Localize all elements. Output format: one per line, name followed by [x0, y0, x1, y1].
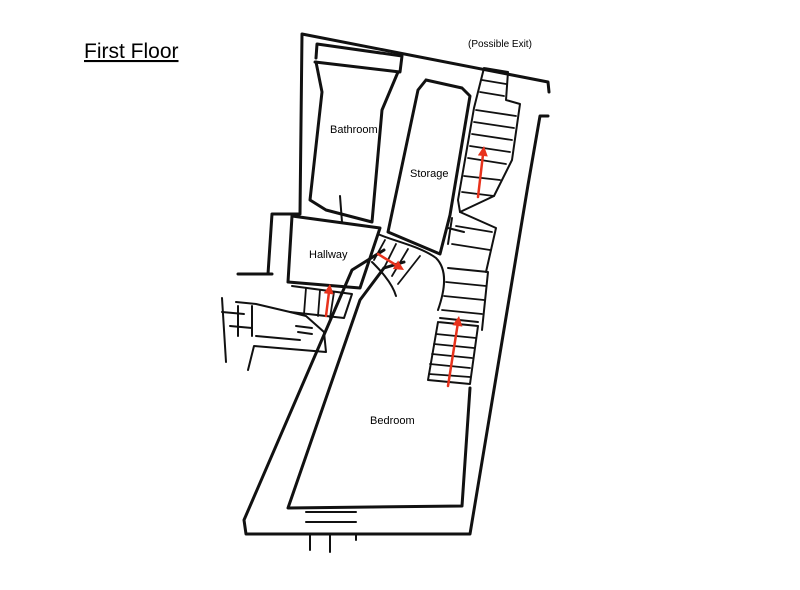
exit-stairs: [451, 67, 521, 273]
bottom-doorway: [305, 511, 357, 553]
direction-arrows: [323, 146, 488, 388]
storage-label: Storage: [410, 168, 449, 180]
bedroom-label: Bedroom: [370, 415, 415, 427]
bathroom-room: Bathroom: [308, 60, 400, 224]
possible-exit-label: (Possible Exit): [468, 39, 532, 50]
left-stairs: [221, 285, 353, 371]
outer-walls: [236, 32, 551, 536]
exit-stairs-arrow: [476, 146, 488, 199]
hallway-room: Hallway: [286, 214, 382, 290]
bedroom-stairs-arrow: [446, 316, 463, 388]
storage-room: Storage: [386, 78, 472, 256]
bathroom-label: Bathroom: [330, 124, 378, 136]
bedroom-room: Bedroom: [286, 260, 472, 510]
connector-arrow: [376, 252, 404, 270]
hallway-label: Hallway: [309, 249, 348, 261]
hallway-arrow: [323, 284, 334, 318]
page-title: First Floor: [84, 40, 179, 63]
